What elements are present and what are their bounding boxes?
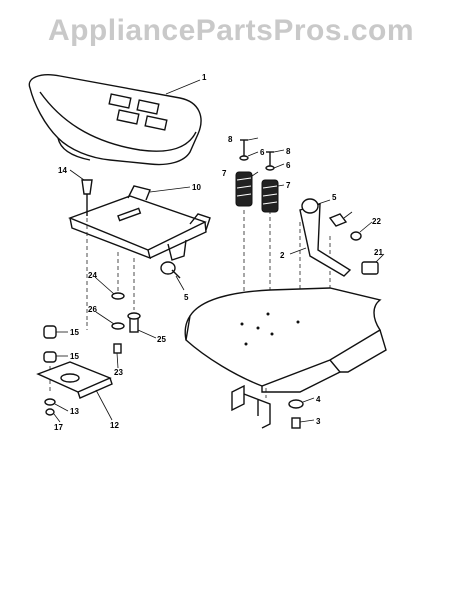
- callout-15: 15: [70, 352, 79, 361]
- lower-mount-bracket[interactable]: [231, 384, 271, 429]
- pivot-bracket-part[interactable]: [36, 361, 113, 421]
- callout-17: 17: [54, 423, 63, 432]
- callout-1: 1: [202, 73, 207, 82]
- callout-26: 26: [88, 305, 97, 314]
- callout-5-left: 5: [184, 293, 189, 302]
- callout-7-left: 7: [222, 169, 227, 178]
- callout-7-right: 7: [286, 181, 291, 190]
- callout-10: 10: [192, 183, 201, 192]
- callout-22: 22: [372, 217, 381, 226]
- adjust-knob-part[interactable]: [69, 169, 93, 216]
- callout-8-right: 8: [286, 147, 291, 156]
- callout-16: 15: [70, 328, 79, 337]
- seat-springs[interactable]: [235, 137, 285, 213]
- hardware-small-parts[interactable]: [95, 277, 157, 369]
- callout-13: 13: [70, 407, 79, 416]
- callout-24: 24: [88, 271, 97, 280]
- callout-23: 23: [114, 368, 123, 377]
- callout-5-right: 5: [332, 193, 337, 202]
- seat-part[interactable]: [28, 74, 202, 166]
- callout-12: 12: [110, 421, 119, 430]
- bushing-part[interactable]: [43, 325, 68, 363]
- callout-25: 25: [157, 335, 166, 344]
- callout-21: 21: [374, 248, 383, 257]
- knob-part-left[interactable]: [160, 261, 185, 291]
- callout-6-left: 6: [260, 148, 265, 157]
- callout-8-left: 8: [228, 135, 233, 144]
- callout-2: 2: [280, 251, 285, 260]
- callout-14: 14: [58, 166, 67, 175]
- washer-part[interactable]: [44, 398, 69, 423]
- watermark-text: AppliancePartsPros.com: [47, 14, 415, 47]
- callout-3: 3: [316, 417, 321, 426]
- fender-deck: [184, 287, 387, 393]
- callout-4: 4: [316, 395, 321, 404]
- seat-pan-part[interactable]: [68, 185, 211, 261]
- seat-bracket-right[interactable]: [289, 198, 385, 277]
- callout-6-right: 6: [286, 161, 291, 170]
- washer-bolt-parts[interactable]: [288, 397, 315, 429]
